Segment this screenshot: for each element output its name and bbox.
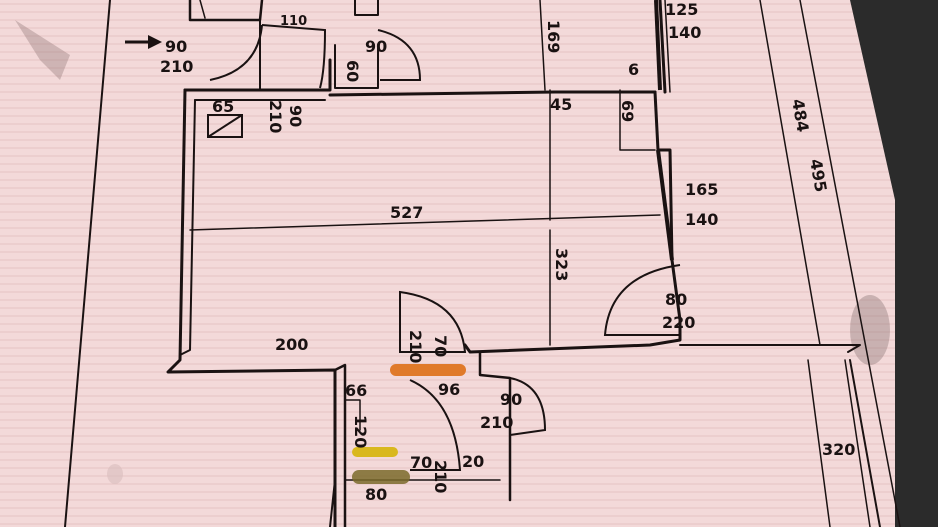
vent-box bbox=[207, 114, 243, 138]
window-right-height: 140 bbox=[685, 210, 718, 229]
top-door-right-label: 90 bbox=[365, 37, 387, 56]
outer-left-wall bbox=[64, 0, 111, 527]
smudge-mark bbox=[850, 295, 890, 365]
dim-45-label: 45 bbox=[550, 95, 572, 114]
dim-6-label: 6 bbox=[628, 60, 639, 79]
corridor-door-height: 210 bbox=[266, 100, 285, 133]
dimension-line-527 bbox=[189, 214, 661, 231]
right-door-width: 80 bbox=[665, 290, 687, 309]
arrow-right-icon bbox=[125, 35, 162, 49]
smudge-mark bbox=[15, 20, 70, 80]
small-door-width: 70 bbox=[431, 335, 450, 357]
smudge-mark bbox=[107, 464, 123, 484]
olive-pencil-mark bbox=[352, 470, 410, 484]
window-top-height: 140 bbox=[668, 23, 701, 42]
right-door-height: 220 bbox=[662, 313, 695, 332]
small-door-height: 210 bbox=[406, 330, 425, 363]
top-door-label: 110 bbox=[280, 14, 307, 29]
entry-door-width: 90 bbox=[165, 37, 187, 56]
dim-69-label: 69 bbox=[618, 100, 637, 122]
bottom-200-label: 200 bbox=[275, 335, 308, 354]
main-width-label: 527 bbox=[390, 203, 423, 222]
lower-door-arc bbox=[509, 377, 547, 436]
entry-door-arc bbox=[209, 24, 263, 81]
window-right-width: 165 bbox=[685, 180, 718, 199]
right-door-arc bbox=[603, 264, 681, 336]
bath-door-arc bbox=[377, 29, 422, 81]
dim-66-label: 66 bbox=[345, 381, 367, 400]
bath-lower-door-arc bbox=[409, 379, 462, 471]
bottom-dim-20: 20 bbox=[462, 452, 484, 471]
door-swings bbox=[209, 24, 681, 471]
right-320-label: 320 bbox=[822, 440, 855, 459]
wall-169-label: 169 bbox=[544, 20, 563, 53]
dim-96-label: 96 bbox=[438, 380, 460, 399]
window-top-width: 125 bbox=[665, 0, 698, 19]
bottom-dim-210: 210 bbox=[431, 460, 450, 493]
main-room-wall bbox=[166, 88, 337, 527]
walls bbox=[64, 0, 901, 527]
small-door-arc bbox=[399, 290, 467, 353]
orange-pencil-mark bbox=[390, 364, 466, 376]
bath-door-width: 60 bbox=[343, 60, 362, 82]
paper-sheet bbox=[0, 0, 895, 527]
window-marks bbox=[654, 0, 674, 261]
lower-door-width: 90 bbox=[500, 390, 522, 409]
entry-door-height: 210 bbox=[160, 57, 193, 76]
yellow-pencil-mark bbox=[352, 447, 398, 457]
vertical-120-label: 120 bbox=[351, 415, 370, 448]
lower-door-height: 210 bbox=[480, 413, 513, 432]
window-wall bbox=[653, 90, 674, 262]
box-label: 65 bbox=[212, 97, 234, 116]
main-height-label: 323 bbox=[552, 248, 571, 281]
right-outer-line bbox=[759, 0, 821, 346]
bottom-dim-70: 70 bbox=[410, 453, 432, 472]
dim-80-label: 80 bbox=[365, 485, 387, 504]
corridor-door-arc bbox=[261, 24, 327, 89]
corridor-door-width: 90 bbox=[286, 105, 305, 127]
